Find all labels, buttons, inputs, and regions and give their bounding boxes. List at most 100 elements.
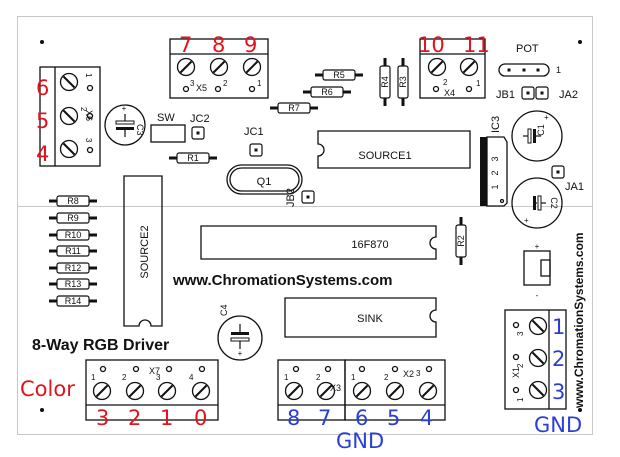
svg-text:X3: X3 <box>330 383 341 393</box>
svg-text:+: + <box>238 349 243 358</box>
chip-source2: SOURCE2 <box>123 175 163 327</box>
chip-sink: SINK <box>284 297 437 338</box>
svg-text:R5: R5 <box>333 70 345 80</box>
gnd-label-right: GND <box>534 413 582 437</box>
jumper-ja1: JA1 <box>551 165 584 193</box>
svg-text:R6: R6 <box>321 87 333 97</box>
svg-text:X1: X1 <box>511 367 521 378</box>
regulator-ic3: IC3 3 2 1 <box>480 116 508 207</box>
svg-text:X7: X7 <box>149 366 160 376</box>
svg-text:2: 2 <box>122 373 127 382</box>
x5-label-8: 8 <box>212 33 225 57</box>
terminal-x1: 3 2 1 X1 1 2 3 <box>504 309 567 410</box>
svg-text:R13: R13 <box>65 279 82 289</box>
mount-hole-tr <box>578 40 582 44</box>
x6-pin-3: 3 <box>84 138 93 143</box>
capacitor-c1: + C1 <box>511 110 563 162</box>
svg-text:C2: C2 <box>549 197 559 209</box>
svg-text:1: 1 <box>284 373 289 382</box>
svg-text:+: + <box>524 216 529 225</box>
svg-text:1: 1 <box>516 397 525 402</box>
x4-label-11: 11 <box>463 33 490 57</box>
x7-label-2: 2 <box>128 406 141 430</box>
resistor-r14: R14 <box>47 294 99 308</box>
svg-text:JA1: JA1 <box>565 181 584 193</box>
board-title: 8-Way RGB Driver <box>32 337 169 354</box>
resistor-r4: R4 <box>378 56 392 108</box>
svg-text:16F870: 16F870 <box>351 239 388 251</box>
svg-text:R7: R7 <box>288 103 300 113</box>
board-border <box>17 16 593 435</box>
resistor-r5: R5 <box>313 68 365 82</box>
x5-pin-1: 1 <box>257 79 262 88</box>
terminal-x7: 1 2 3 4 X7 3 2 1 0 Color <box>20 359 219 430</box>
svg-text:R4: R4 <box>380 76 390 88</box>
x4-label-10: 10 <box>418 33 445 57</box>
resistor-r8: R8 <box>47 194 99 208</box>
mount-hole-bl <box>40 408 44 412</box>
switch-sw: SW <box>150 112 186 143</box>
svg-text:4: 4 <box>189 373 194 382</box>
x5-pin-2: 2 <box>223 79 228 88</box>
resistor-r1: R1 <box>167 151 219 165</box>
x7-label-3: 3 <box>96 406 109 430</box>
resistor-r3: R3 <box>396 56 410 108</box>
x3-label-8: 8 <box>287 406 300 430</box>
svg-text:R14: R14 <box>65 296 82 306</box>
x7-label-0: 0 <box>194 406 207 430</box>
jumper-jb2: JB2 <box>285 188 315 207</box>
svg-text:IC3: IC3 <box>490 116 502 133</box>
svg-text:2: 2 <box>384 373 389 382</box>
pot-pin-1: 1 <box>556 65 561 75</box>
mount-hole-tl <box>40 40 44 44</box>
svg-text:2: 2 <box>316 373 321 382</box>
resistor-r12: R12 <box>47 261 99 275</box>
x6-label-6: 6 <box>36 76 49 100</box>
gnd-label-bottom: GND <box>336 429 384 453</box>
x5-label-7: 7 <box>179 33 192 57</box>
svg-text:JB2: JB2 <box>285 188 297 207</box>
pot-header: POT 1 <box>498 43 561 77</box>
jb1-label: JB1 <box>496 89 515 101</box>
svg-text:C3: C3 <box>135 124 145 136</box>
x5-name: X5 <box>196 83 207 93</box>
svg-text:1: 1 <box>351 373 356 382</box>
x1-label-1: 1 <box>552 315 565 339</box>
svg-text:R1: R1 <box>187 153 199 163</box>
x4-pin-1: 1 <box>476 79 481 88</box>
x4-pin-2: 2 <box>443 78 448 87</box>
svg-text:C1: C1 <box>536 124 546 136</box>
svg-text:+: + <box>122 104 127 113</box>
chip-source1: SOURCE1 <box>317 130 471 169</box>
jumper-jc1: JC1 <box>244 126 264 157</box>
svg-text:SINK: SINK <box>357 313 383 325</box>
x2-label-4: 4 <box>420 406 433 430</box>
terminal-x6: 1 2 3 X6 6 5 4 <box>36 66 101 167</box>
capacitor-c4: C4 + <box>217 304 263 361</box>
svg-text:C4: C4 <box>219 304 229 316</box>
svg-text:1: 1 <box>490 184 500 189</box>
chip-16f870: 16F870 <box>200 225 437 260</box>
power-connector: + - <box>523 242 551 300</box>
jumper-jb1-ja2: JB1 JA2 <box>496 86 578 101</box>
x6-pin-2: 2 <box>79 107 88 112</box>
svg-text:X2: X2 <box>403 369 414 379</box>
x2-label-6: 6 <box>355 406 368 430</box>
svg-text:3: 3 <box>516 331 525 336</box>
website-vertical: www.ChromationSystems.com <box>572 232 586 409</box>
svg-text:Q1: Q1 <box>257 176 272 188</box>
terminal-x2: 1 2 3 X2 6 5 4 <box>344 359 446 430</box>
svg-text:1: 1 <box>91 373 96 382</box>
svg-text:JC2: JC2 <box>190 113 210 125</box>
svg-text:+: + <box>535 242 540 251</box>
svg-text:JC1: JC1 <box>244 126 264 138</box>
x4-name: X4 <box>444 88 455 98</box>
x6-name: X6 <box>84 110 94 121</box>
resistor-r10: R10 <box>47 228 99 242</box>
svg-text:3: 3 <box>490 156 500 161</box>
sw-label: SW <box>157 112 175 124</box>
svg-text:R10: R10 <box>65 230 82 240</box>
svg-text:R12: R12 <box>65 263 82 273</box>
x7-label-1: 1 <box>160 406 173 430</box>
